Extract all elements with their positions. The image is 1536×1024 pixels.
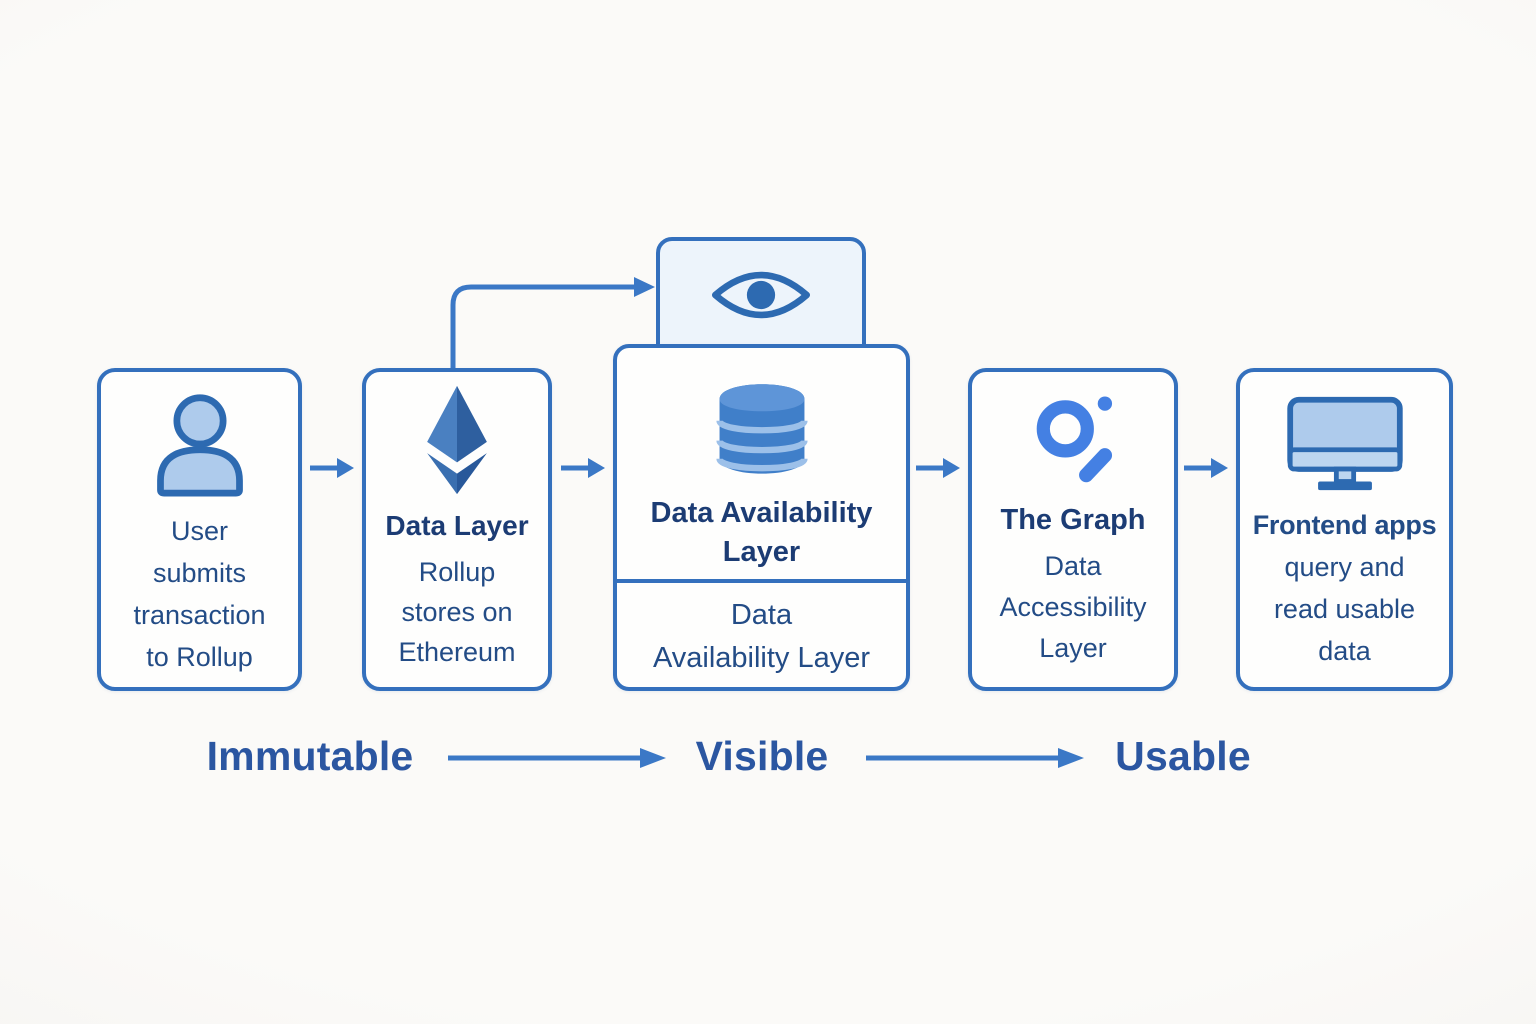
da-heading-line: Layer [722,536,801,568]
database-icon [712,372,812,484]
elbow-arrow [440,273,664,375]
da-sub-line: Data [730,599,793,631]
frontend-box: Frontend apps query and read usable data [1236,368,1453,691]
data-layer-box: Data Layer Rollup stores on Ethereum [362,368,552,691]
data-layer-line: Rollup [418,557,496,587]
frontend-heading: Frontend apps [1252,510,1437,540]
data-availability-box: Data Availability Layer Data Availabilit… [613,344,910,691]
data-layer-line: stores on [401,597,513,627]
the-graph-line: Accessibility [999,592,1147,622]
frontend-line: query and [1284,552,1405,582]
stage-arrow [864,745,1088,771]
flow-arrow [1182,454,1230,482]
the-graph-line: Layer [1039,633,1107,663]
da-sub-line: Availability Layer [652,642,871,674]
frontend-line: read usable [1273,594,1416,624]
da-box-divider [617,579,906,583]
da-heading-line: Data Availability [650,497,873,529]
the-graph-line: Data [1044,551,1102,581]
flow-arrow [308,454,356,482]
flow-arrow [559,454,607,482]
data-layer-heading: Data Layer [385,510,529,541]
the-graph-icon [1018,386,1128,496]
stage-label-usable: Usable [1115,733,1251,779]
stage-label-immutable: Immutable [206,733,414,779]
monitor-icon [1282,394,1408,494]
user-box-line: transaction [133,600,266,630]
eye-icon [707,263,815,327]
stage-arrow [446,745,670,771]
ethereum-icon [419,384,495,496]
user-box: User submits transaction to Rollup [97,368,302,691]
flow-arrow [914,454,962,482]
user-box-line: User [170,516,228,546]
the-graph-box: The Graph Data Accessibility Layer [968,368,1178,691]
user-box-line: submits [152,558,247,588]
user-box-line: to Rollup [146,642,253,672]
data-layer-line: Ethereum [398,637,516,667]
frontend-line: data [1318,636,1371,666]
stage-label-visible: Visible [695,733,829,779]
the-graph-heading: The Graph [1000,504,1146,536]
user-icon [147,390,253,498]
